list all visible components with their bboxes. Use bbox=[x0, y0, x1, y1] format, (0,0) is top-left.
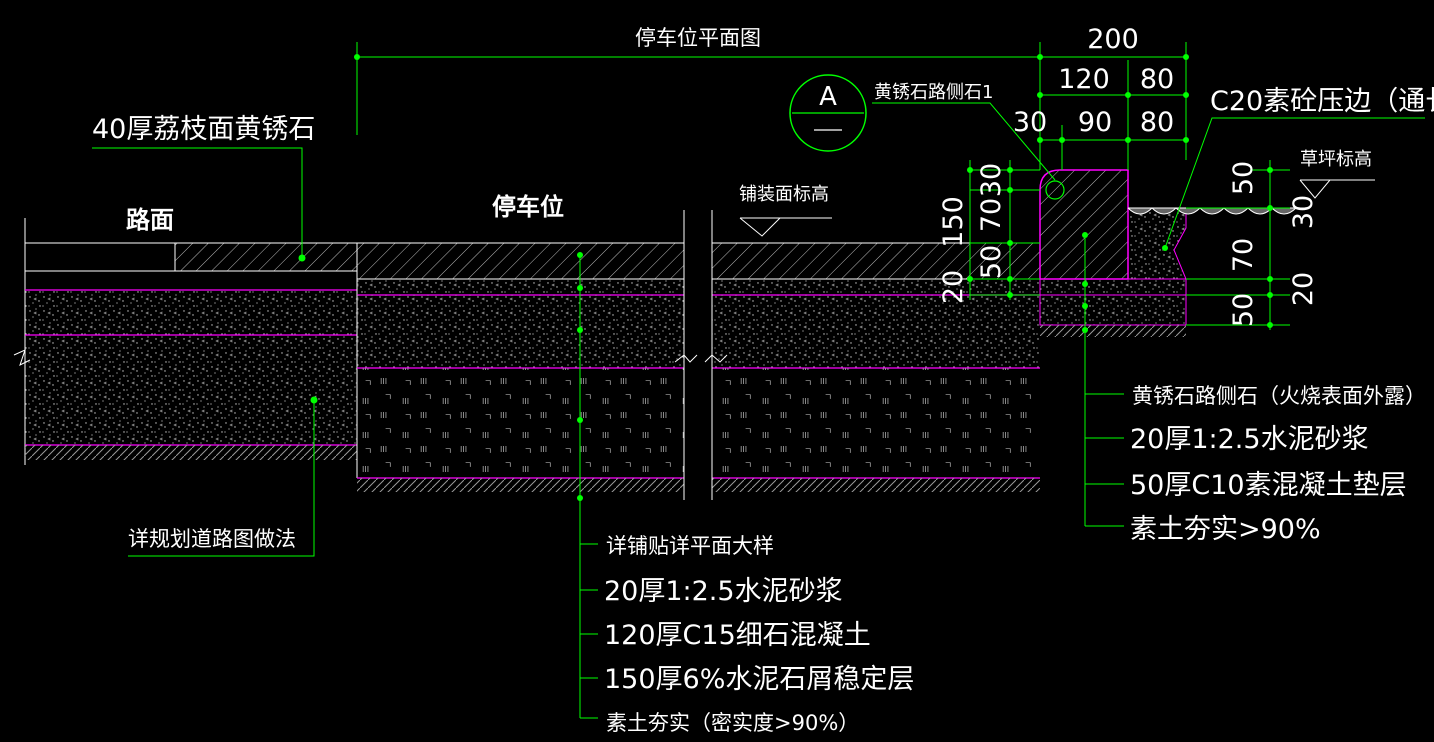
dim-70-right: 70 bbox=[1228, 238, 1259, 272]
dim-30-right: 30 bbox=[1288, 195, 1319, 229]
curb bbox=[1039, 169, 1297, 337]
parking-zone-label: 停车位 bbox=[492, 193, 564, 221]
dim-30-left: 30 bbox=[976, 163, 1007, 197]
road-ref-leader: 详规划道路图做法 bbox=[128, 396, 318, 557]
dim-50-right-bottom: 50 bbox=[1228, 293, 1259, 327]
dim-80-mid: 80 bbox=[1140, 107, 1174, 138]
parking-layer-3: 120厚C15细石混凝土 bbox=[604, 620, 871, 651]
dim-120: 120 bbox=[1058, 64, 1110, 95]
drawing-title: 停车位平面图 bbox=[635, 26, 761, 50]
road-zone-label: 路面 bbox=[126, 206, 174, 234]
edge-leader: C20素砼压边（通长） bbox=[1162, 86, 1434, 251]
parking-section: 停车位 bbox=[356, 193, 1041, 500]
curb-label: 黄锈石路侧石1 bbox=[874, 82, 993, 103]
road-section: 路面 bbox=[13, 206, 358, 465]
curb-layers-leader bbox=[1082, 232, 1124, 527]
parking-layer-2: 20厚1:2.5水泥砂浆 bbox=[604, 576, 843, 607]
curb-layer-3: 50厚C10素混凝土垫层 bbox=[1130, 470, 1407, 501]
dim-200: 200 bbox=[1087, 24, 1139, 55]
dim-50-left: 50 bbox=[976, 245, 1007, 279]
section-marker-letter: A bbox=[819, 82, 837, 112]
road-ref-label: 详规划道路图做法 bbox=[128, 527, 296, 551]
dim-20-left: 20 bbox=[938, 270, 969, 304]
road-surface-leader: 40厚荔枝面黄锈石 bbox=[92, 114, 315, 262]
dim-70-left: 70 bbox=[976, 198, 1007, 232]
lawn-elevation-label: 草坪标高 bbox=[1300, 149, 1372, 170]
dim-50-right-top: 50 bbox=[1228, 161, 1259, 195]
dim-80-top: 80 bbox=[1140, 64, 1174, 95]
curb-layer-1: 黄锈石路侧石（火烧表面外露） bbox=[1132, 384, 1426, 408]
dim-30-top: 30 bbox=[1013, 107, 1047, 138]
curb-layer-2: 20厚1:2.5水泥砂浆 bbox=[1130, 424, 1369, 455]
curb-leader: 黄锈石路侧石1 bbox=[872, 82, 1056, 181]
section-marker: A bbox=[789, 74, 867, 152]
title-dimension: 停车位平面图 bbox=[354, 26, 1040, 135]
parking-layer-1: 详铺贴详平面大样 bbox=[606, 534, 774, 558]
curb-layer-4: 素土夯实>90% bbox=[1130, 514, 1321, 545]
paving-elevation-label: 铺装面标高 bbox=[739, 184, 829, 205]
edge-label: C20素砼压边（通长） bbox=[1210, 86, 1434, 117]
lawn-elevation-mark: 草坪标高 bbox=[1299, 149, 1375, 199]
dim-20-right: 20 bbox=[1288, 272, 1319, 306]
parking-layers-leader bbox=[577, 252, 598, 719]
parking-layer-5: 素土夯实（密实度>90%） bbox=[606, 711, 859, 735]
dim-150: 150 bbox=[938, 196, 969, 248]
road-surface-label: 40厚荔枝面黄锈石 bbox=[92, 114, 315, 145]
paving-elevation-mark: 铺装面标高 bbox=[739, 184, 832, 237]
dim-90: 90 bbox=[1078, 107, 1112, 138]
parking-layer-4: 150厚6%水泥石屑稳定层 bbox=[604, 664, 914, 695]
top-dimensions bbox=[1037, 42, 1189, 170]
right-dimensions bbox=[1186, 160, 1290, 330]
left-dimensions bbox=[967, 160, 1040, 300]
